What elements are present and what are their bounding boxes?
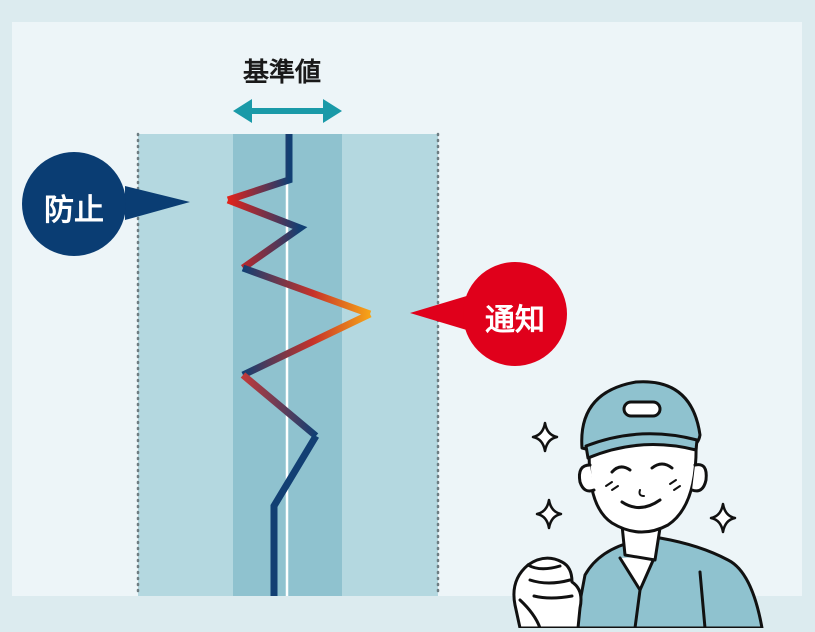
sparkle-icon xyxy=(531,421,737,534)
notify-bubble xyxy=(410,262,567,366)
worker-thumbs-up-icon xyxy=(512,380,764,630)
notify-label: 通知 xyxy=(485,303,545,338)
prevent-bubble xyxy=(22,152,190,256)
process-value-line xyxy=(226,134,372,596)
reference-width-arrow xyxy=(233,99,342,123)
reference-value-label: 基準値 xyxy=(243,58,322,88)
prevent-label: 防止 xyxy=(44,193,104,228)
